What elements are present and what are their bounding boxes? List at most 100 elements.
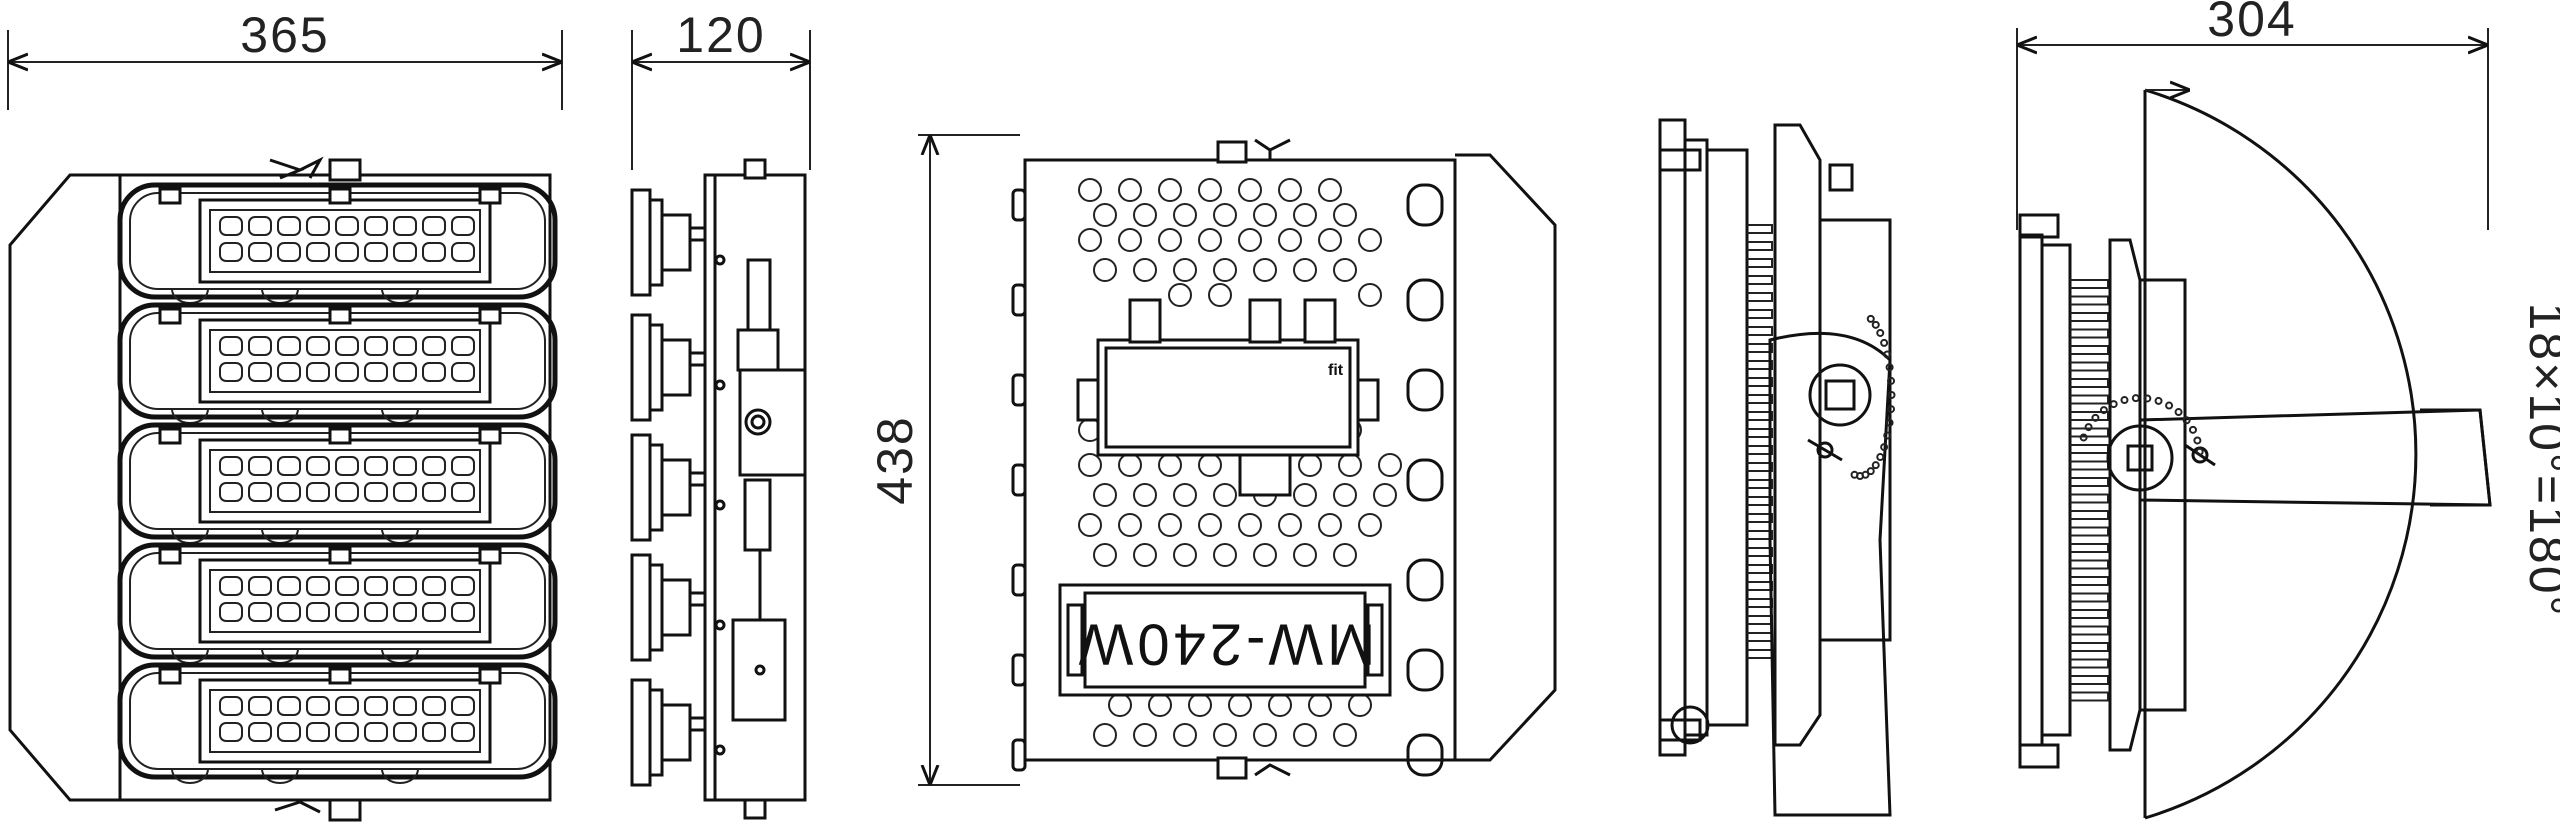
mounting-slot	[1011, 463, 1027, 497]
detent-hole	[1876, 453, 1885, 462]
heat-fin	[2070, 477, 2109, 487]
side-led-module	[630, 553, 726, 662]
detent-hole	[2120, 396, 2129, 405]
detent-hole	[2182, 416, 2191, 425]
led-module	[117, 422, 558, 544]
detent-hole	[2079, 433, 2088, 442]
dimension-front-width-label: 365	[240, 7, 329, 63]
vent-hole	[1358, 283, 1382, 307]
vent-hole	[1093, 258, 1117, 282]
vent-hole	[1238, 513, 1262, 537]
heat-fin	[1747, 258, 1773, 268]
heat-fin	[2070, 361, 2109, 372]
heat-fin	[2070, 378, 2109, 388]
vent-hole	[1318, 178, 1342, 202]
side-led-module	[630, 188, 726, 297]
dimension-depth: 304	[2016, 0, 2489, 230]
heat-fin	[1747, 462, 1773, 472]
dimension-front-width: 365	[7, 7, 563, 110]
vent-hole	[1253, 723, 1277, 747]
heat-fin	[2070, 394, 2109, 405]
detent-hole	[2193, 436, 2202, 445]
vent-hole	[1198, 453, 1222, 477]
led-module	[117, 182, 558, 304]
detent-hole	[1885, 418, 1894, 427]
heat-fin	[1747, 292, 1773, 302]
vent-hole	[1133, 543, 1157, 567]
vent-hole	[1093, 483, 1117, 507]
detent-hole	[1887, 405, 1896, 414]
vent-hole	[1348, 693, 1372, 717]
vent-hole	[1268, 693, 1292, 717]
heat-fin	[2070, 543, 2109, 553]
mounting-slot	[1406, 183, 1444, 227]
vent-hole	[1093, 203, 1117, 227]
heat-fin	[1747, 360, 1773, 370]
detent-hole	[1887, 391, 1896, 399]
vent-hole	[1333, 203, 1357, 227]
side-led-module	[630, 313, 726, 422]
detent-hole	[1871, 461, 1880, 470]
mounting-slot	[1406, 648, 1444, 692]
detent-hole	[2165, 401, 2174, 410]
heat-fin	[2070, 510, 2109, 520]
detent-hole	[2154, 396, 2163, 405]
mounting-slot	[1011, 563, 1027, 597]
detent-hole	[1883, 350, 1892, 359]
detent-hole	[2131, 394, 2140, 403]
side-led-module	[630, 433, 726, 542]
heat-fin	[2070, 411, 2109, 421]
detent-hole	[1885, 363, 1894, 372]
vent-hole	[1333, 258, 1357, 282]
vent-hole	[1118, 513, 1142, 537]
front-top-knob	[269, 156, 362, 182]
heat-fin	[2070, 427, 2109, 438]
heat-fin	[1747, 649, 1773, 659]
dimension-side-width: 120	[631, 7, 811, 170]
detent-hole	[2143, 394, 2152, 403]
heat-fin	[1747, 377, 1773, 387]
vent-hole	[1173, 203, 1197, 227]
vent-hole	[1148, 693, 1172, 717]
vent-hole	[1158, 513, 1182, 537]
vent-hole	[1118, 453, 1142, 477]
vent-hole	[1078, 228, 1102, 252]
heat-fin	[2070, 493, 2109, 504]
vent-hole	[1278, 228, 1302, 252]
detent-hole	[1871, 320, 1880, 329]
heat-fin	[1747, 598, 1773, 608]
heat-fin	[2070, 526, 2109, 537]
heat-fin	[1747, 513, 1773, 523]
detent-hole	[1883, 431, 1892, 440]
vent-hole	[1293, 258, 1317, 282]
mounting-slot	[1011, 283, 1027, 317]
heat-fin	[2070, 675, 2109, 685]
heat-fin	[1747, 411, 1773, 421]
vent-hole	[1158, 453, 1182, 477]
vent-hole	[1173, 483, 1197, 507]
heat-fin	[1747, 632, 1773, 642]
vent-hole	[1078, 513, 1102, 537]
vent-hole	[1093, 723, 1117, 747]
side-led-module	[630, 678, 726, 787]
heat-fin	[2070, 279, 2109, 289]
vent-hole	[1253, 203, 1277, 227]
vent-hole	[1213, 543, 1237, 567]
heat-fin	[1747, 479, 1773, 489]
vent-hole	[1293, 723, 1317, 747]
heat-fin	[1747, 241, 1773, 251]
vent-hole	[1198, 178, 1222, 202]
heat-fin	[2070, 576, 2109, 586]
mounting-slot	[1406, 733, 1444, 777]
mounting-slot	[1406, 458, 1444, 502]
led-module	[117, 302, 558, 424]
vent-hole	[1333, 723, 1357, 747]
dimension-height: 438	[867, 134, 1020, 786]
vent-hole	[1293, 203, 1317, 227]
vent-hole	[1173, 258, 1197, 282]
vent-hole	[1118, 228, 1142, 252]
vent-hole	[1078, 178, 1102, 202]
vent-hole	[1278, 178, 1302, 202]
heat-fin	[1747, 496, 1773, 506]
vent-hole	[1213, 483, 1237, 507]
